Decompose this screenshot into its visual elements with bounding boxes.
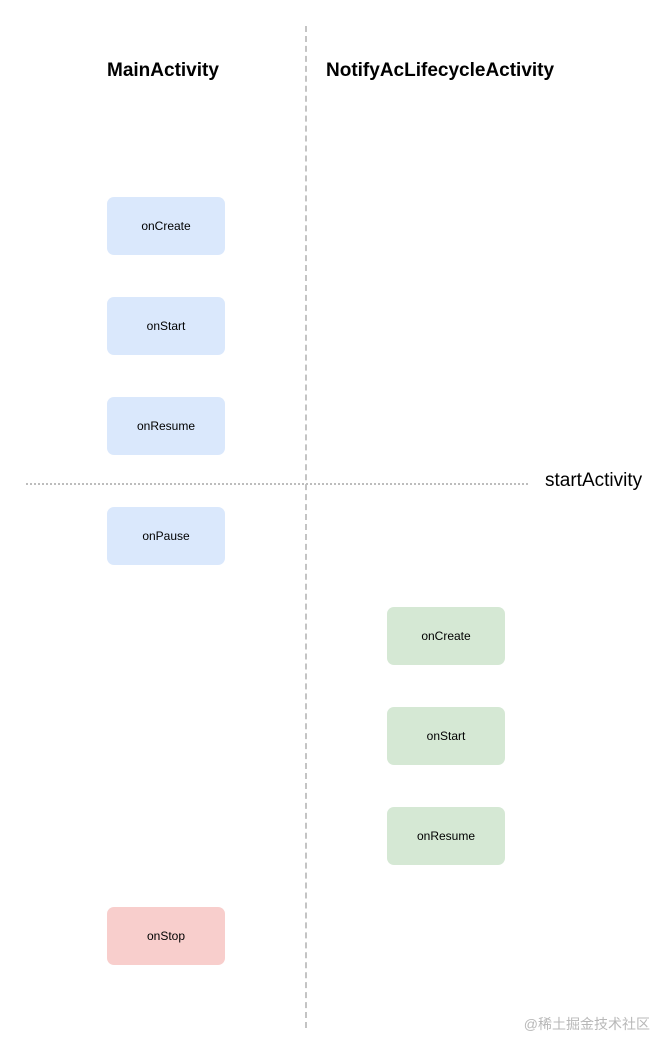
start-activity-divider xyxy=(26,483,528,485)
start-activity-label: startActivity xyxy=(545,470,643,491)
watermark: @稀土掘金技术社区 xyxy=(523,1016,650,1032)
main-on-create-box: onCreate xyxy=(107,197,225,255)
notify-on-create-box: onCreate xyxy=(387,607,505,665)
notify-on-start-box: onStart xyxy=(387,707,505,765)
main-on-start-box: onStart xyxy=(107,297,225,355)
notify-on-resume-box: onResume xyxy=(387,807,505,865)
main-on-pause-box: onPause xyxy=(107,507,225,565)
column-divider xyxy=(305,26,307,1028)
main-on-stop-box: onStop xyxy=(107,907,225,965)
notify-activity-title: NotifyAcLifecycleActivity xyxy=(326,60,555,81)
main-activity-title: MainActivity xyxy=(107,60,219,81)
main-on-resume-box: onResume xyxy=(107,397,225,455)
